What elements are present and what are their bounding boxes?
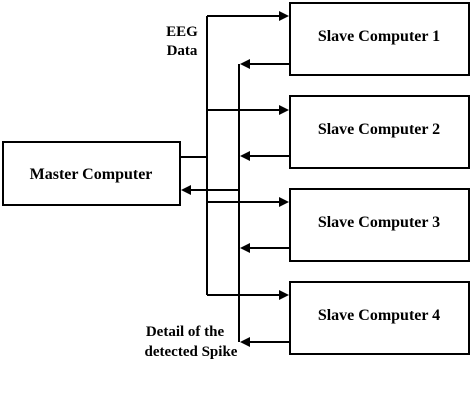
slave-computer-2-node: Slave Computer 2: [289, 95, 470, 169]
eeg-arrowhead-slave-1: [279, 11, 289, 21]
slave-computer-2-label: Slave Computer 2: [318, 121, 440, 138]
master-computer-box: [2, 141, 181, 206]
eeg-arrowhead-slave-3: [279, 197, 289, 207]
spike-detail-bus: [181, 59, 290, 347]
eeg-arrowhead-slave-4: [279, 290, 289, 300]
slave-computer-3-box: [289, 188, 470, 262]
slave-computer-4-label: Slave Computer 4: [318, 307, 440, 324]
eeg-data-label-line2: Data: [167, 43, 198, 59]
spike-arrowhead-slave-3: [240, 243, 250, 253]
slave-computer-1-label: Slave Computer 1: [318, 28, 440, 45]
eeg-data-bus: [180, 11, 289, 300]
spike-arrowhead-master: [181, 185, 191, 195]
slave-computer-4-box: [289, 281, 470, 355]
eeg-data-label-line1: EEG: [166, 24, 198, 40]
spike-arrowhead-slave-1: [240, 59, 250, 69]
spike-detail-label-line1: Detail of the: [146, 324, 225, 340]
master-computer-node: Master Computer: [2, 141, 181, 206]
slave-computer-3-label: Slave Computer 3: [318, 214, 440, 231]
master-computer-label: Master Computer: [30, 166, 153, 183]
slave-computer-1-box: [289, 2, 470, 76]
slave-computer-3-node: Slave Computer 3: [289, 188, 470, 262]
slave-computer-4-node: Slave Computer 4: [289, 281, 470, 355]
slave-computer-2-box: [289, 95, 470, 169]
spike-arrowhead-slave-2: [240, 151, 250, 161]
eeg-arrowhead-slave-2: [279, 105, 289, 115]
spike-arrowhead-slave-4: [240, 337, 250, 347]
slave-computer-1-node: Slave Computer 1: [289, 2, 470, 76]
spike-detail-label-line2: detected Spike: [145, 344, 238, 360]
